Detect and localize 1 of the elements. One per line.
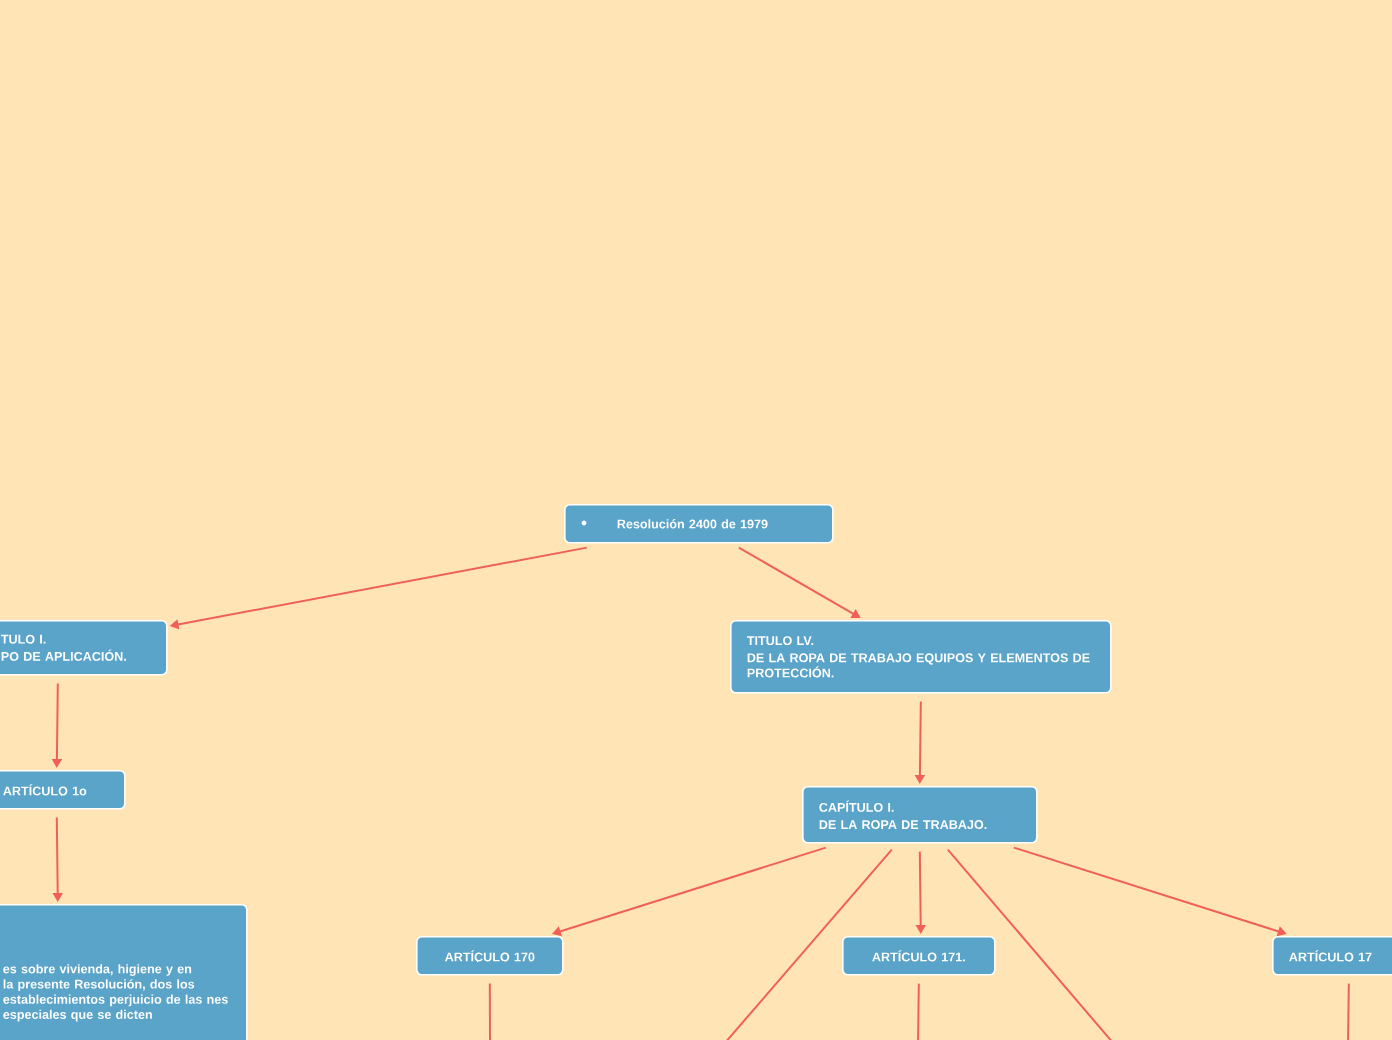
arrow [737, 546, 861, 619]
